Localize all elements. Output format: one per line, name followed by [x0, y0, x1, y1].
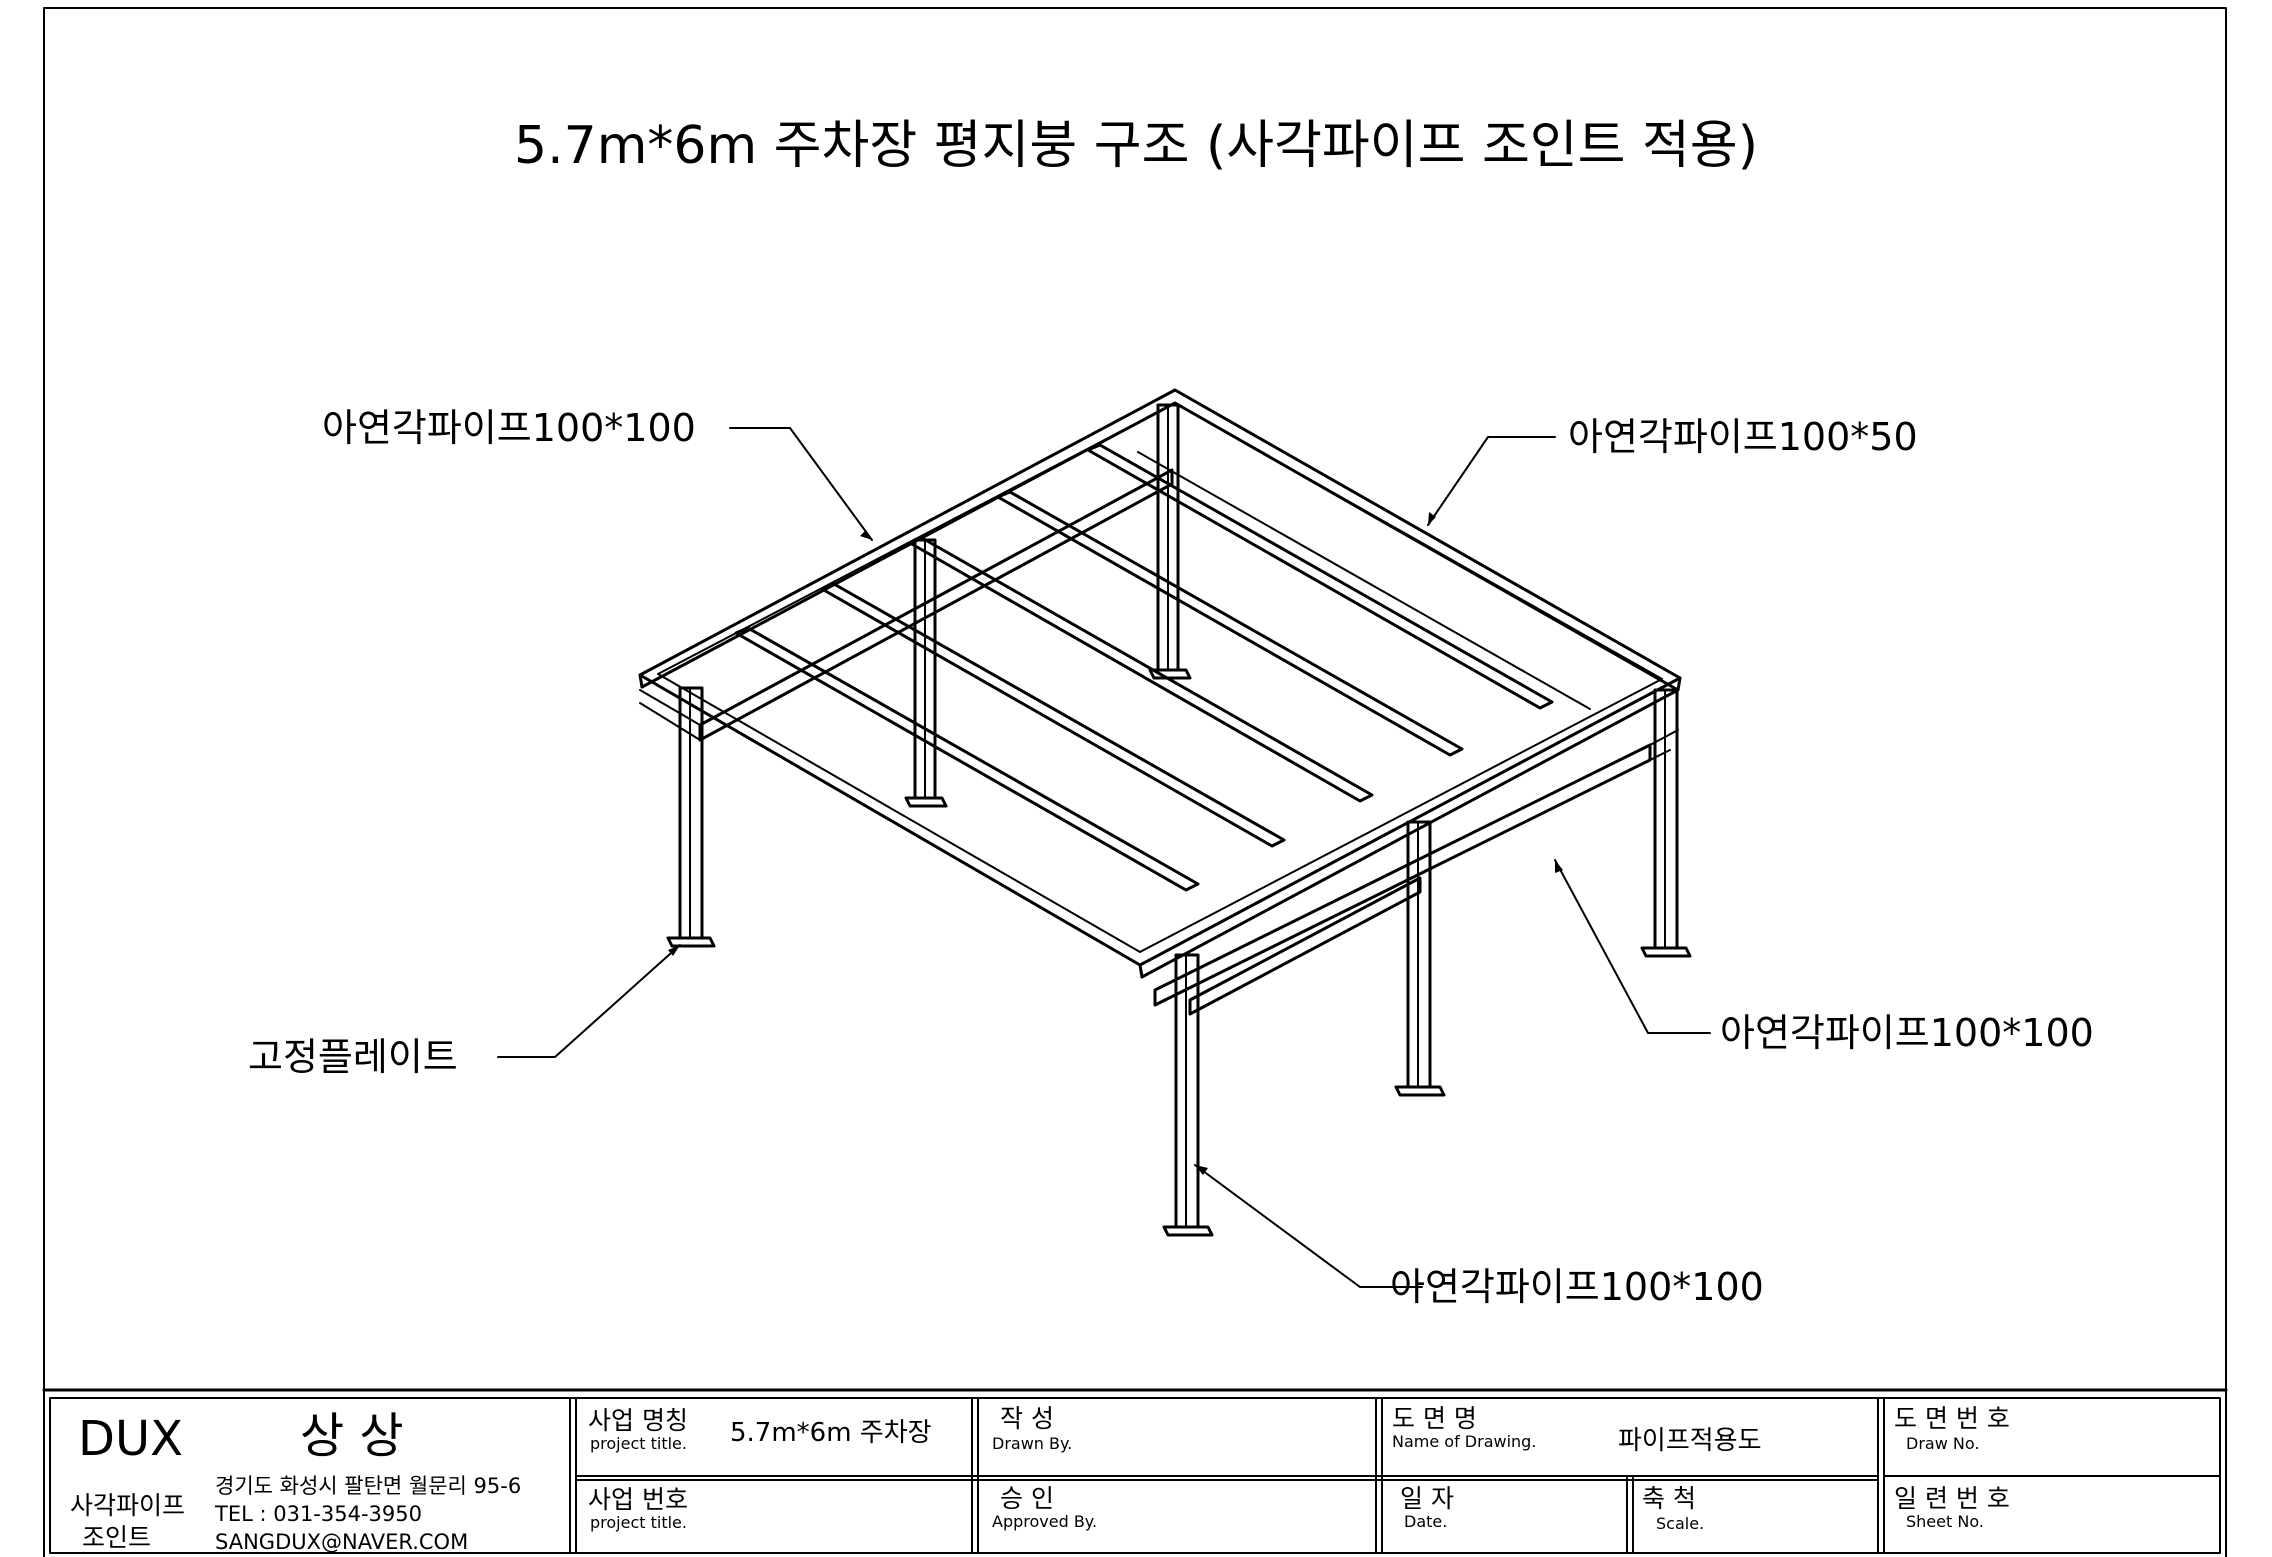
front-lower-beam — [1188, 876, 1422, 1016]
sheet-border — [43, 7, 2227, 1557]
columns — [666, 403, 1692, 1237]
frame-structure — [638, 388, 1692, 1237]
callout-leaders — [497, 427, 1711, 1288]
left-side-beam — [698, 468, 1174, 742]
cross-beams — [734, 443, 1591, 892]
title-block-grid — [42, 1388, 2228, 1554]
right-side-beam — [1153, 743, 1652, 1007]
